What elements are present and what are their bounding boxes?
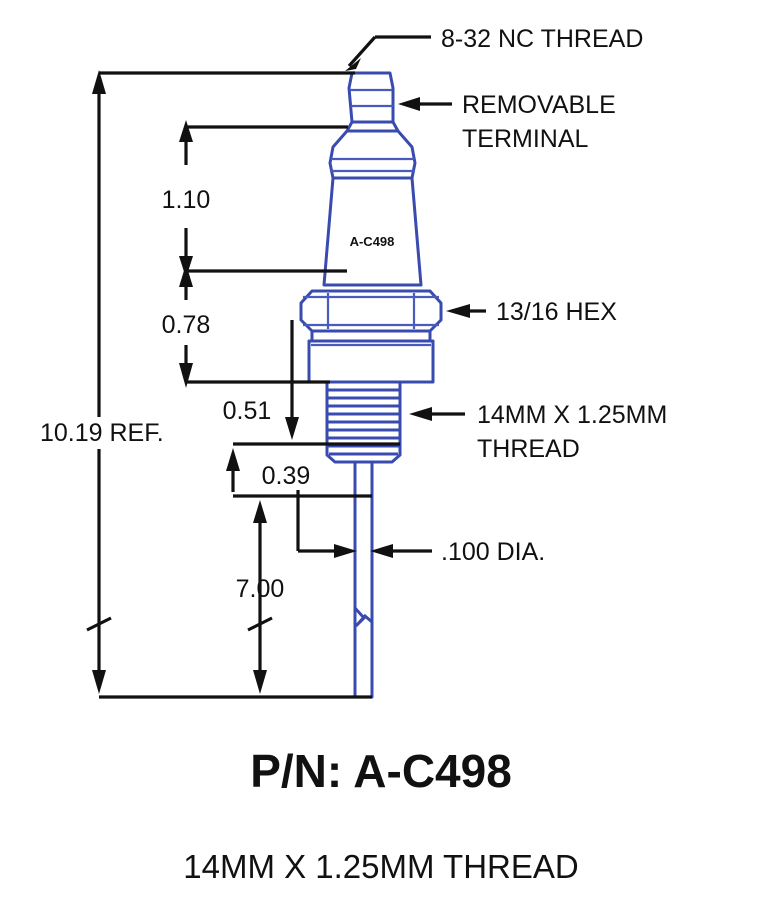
callout-pin-dia-text: .100 DIA.	[441, 538, 545, 566]
part-geometry: A-C498	[299, 71, 443, 699]
insulator-ribs	[328, 129, 417, 180]
body-marking-text: A-C498	[350, 234, 395, 249]
dimension-10-19-text: 10.19 REF.	[40, 419, 164, 447]
arrow-10-19-down	[92, 670, 106, 694]
arrow-10-19-up	[92, 70, 106, 94]
callout-hex-text: 13/16 HEX	[496, 298, 617, 326]
callout-removable-terminal: REMOVABLE TERMINAL	[398, 91, 616, 153]
callout-8-32-nc-thread: 8-32 NC THREAD	[345, 25, 643, 71]
callout-removable-terminal-line1: REMOVABLE	[462, 91, 616, 119]
dimension-0-51-text: 0.51	[223, 397, 272, 425]
arrow-0-39-up	[226, 448, 240, 471]
arrow-7-00-up	[253, 500, 267, 523]
hex-nut	[299, 289, 443, 333]
threaded-section	[325, 380, 402, 464]
dimension-0-78-text: 0.78	[162, 311, 211, 339]
dimension-7-00: 7.00	[236, 500, 285, 694]
dimension-0-51: 0.51	[223, 320, 299, 440]
arrow-hex	[446, 304, 470, 318]
callout-body-thread-line1: 14MM X 1.25MM	[477, 401, 667, 429]
break-symbol-7-00	[247, 616, 273, 632]
callout-hex: 13/16 HEX	[446, 298, 617, 326]
arrow-0-78-up	[179, 264, 193, 287]
extension-lines	[99, 71, 400, 699]
arrow-dia-right	[370, 544, 393, 558]
dimension-10-19-ref: 10.19 REF.	[36, 70, 178, 694]
arrow-0-78-down	[179, 363, 193, 388]
part-number-label: P/N: A-C498	[250, 745, 512, 797]
dimension-1-10: 1.10	[162, 120, 211, 278]
bottom-thread-note: 14MM X 1.25MM THREAD	[183, 848, 578, 885]
arrow-removable-terminal	[398, 97, 420, 111]
gland-shoulder	[307, 329, 435, 384]
dimension-0-78: 0.78	[162, 264, 211, 388]
arrow-7-00-down	[253, 670, 267, 694]
callout-removable-terminal-line2: TERMINAL	[462, 125, 589, 153]
dimension-pin-diameter: .100 DIA.	[296, 490, 545, 566]
break-symbol-10-19	[86, 616, 112, 632]
arrow-8-32	[345, 58, 361, 71]
dimension-1-10-text: 1.10	[162, 186, 211, 214]
callout-body-thread-line2: THREAD	[477, 435, 580, 463]
dimension-7-00-text: 7.00	[236, 575, 285, 603]
callout-8-32-text: 8-32 NC THREAD	[441, 25, 643, 53]
dimension-0-39: 0.39	[226, 448, 310, 492]
dimension-0-39-text: 0.39	[262, 462, 311, 490]
dimension-10-19-text-mask	[36, 417, 178, 449]
arrow-0-51-down	[285, 417, 299, 440]
arrow-body-thread	[409, 407, 432, 421]
arrow-dia-left	[334, 544, 357, 558]
arrow-1-10-up	[179, 120, 193, 142]
callout-body-thread: 14MM X 1.25MM THREAD	[409, 401, 667, 463]
terminal-8-32-thread	[347, 71, 395, 124]
insulator-body	[322, 176, 423, 287]
